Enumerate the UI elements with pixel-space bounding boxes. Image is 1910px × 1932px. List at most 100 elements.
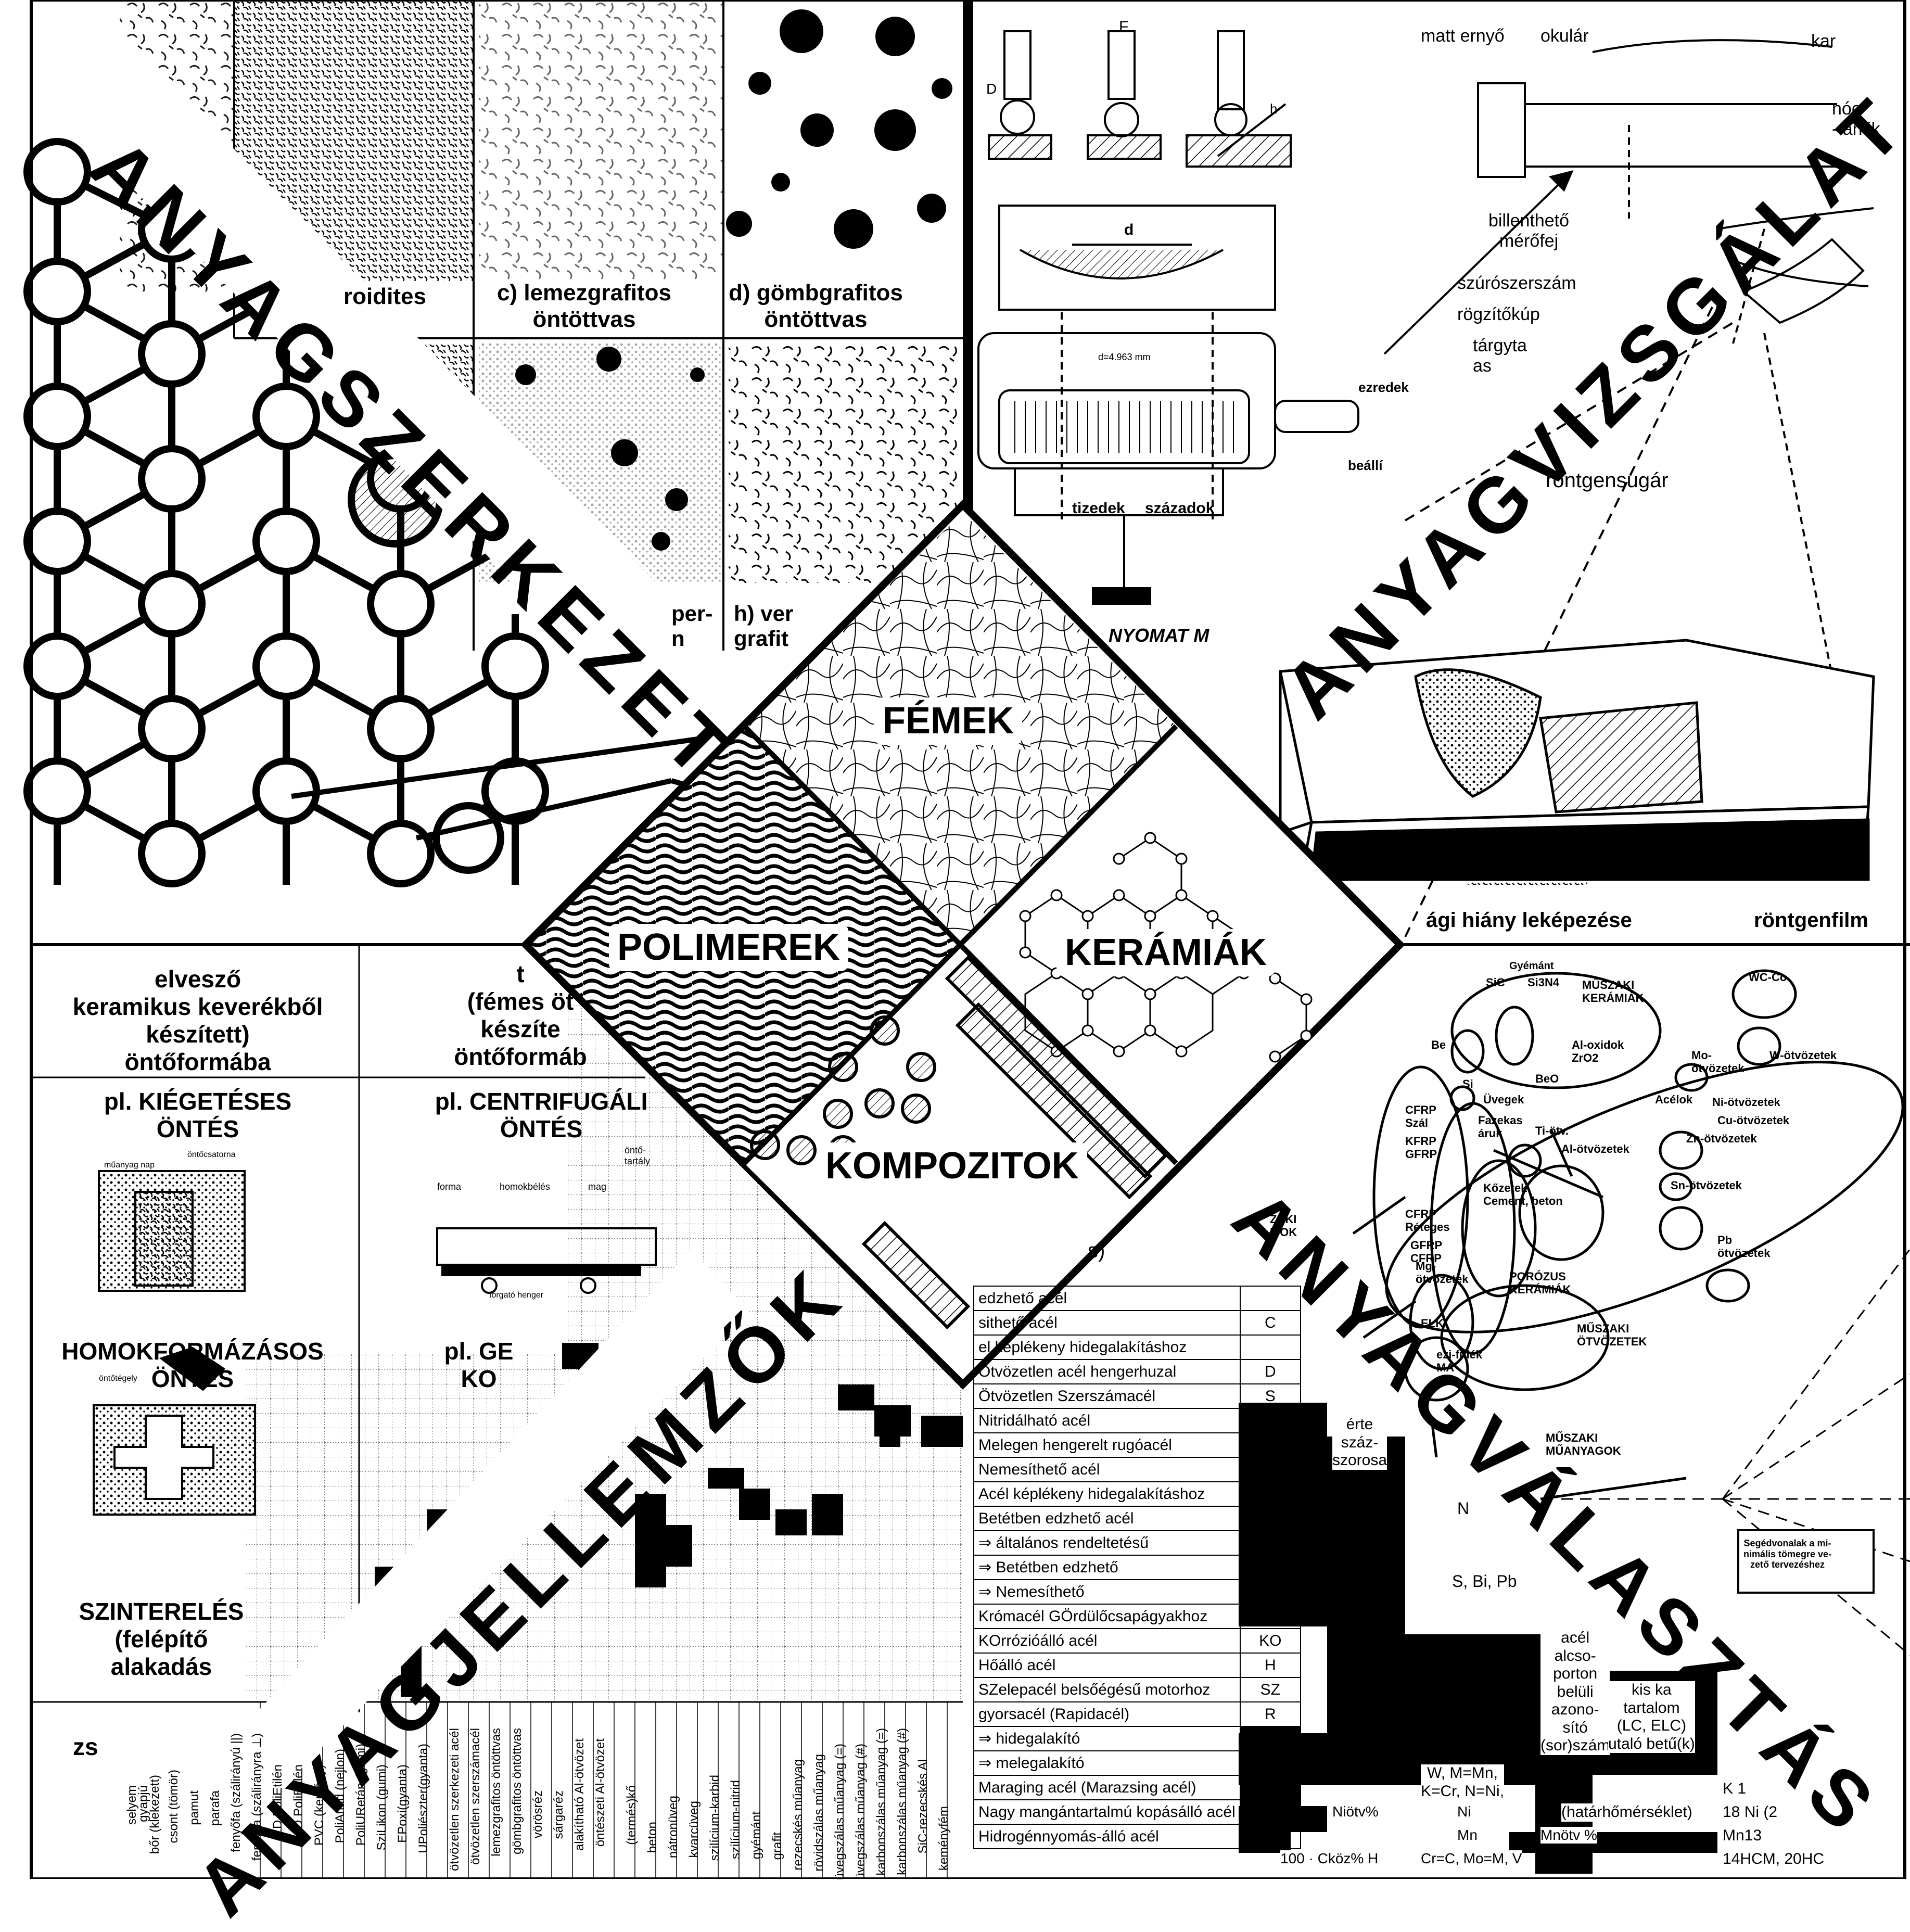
material-col: pamut [187,1790,201,1825]
microscope-screen: matt ernyő [1421,26,1505,46]
material-col: SziLikon (gumi) [375,1764,389,1851]
hardness-scale: d=4.963 mm [1098,352,1151,362]
steel-times-value: érte száz- szorosa [1332,1416,1387,1470]
table-row: ⇒ hidegalakító [973,1726,1302,1751]
hardness-thousandths: ezredek [1358,379,1409,395]
caption-lamellar-graphite: c) lemezgrafitos öntöttvas [497,280,671,332]
steel-name: ⇒ általános rendeltetésű [973,1530,1241,1556]
hardness-hundredths: századok [1145,500,1215,517]
steel-name: Acél képlékeny hidegalakításhoz [973,1481,1241,1507]
steel-name: sithető acél [973,1310,1241,1336]
map-label: Ti-ötv. [1535,1124,1569,1137]
table-row: edzhető acél [973,1286,1302,1311]
material-col: lemezgrafitos öntöttvas [489,1728,503,1857]
steel-crmo: Cr=C, Mo=M, V [1421,1850,1522,1867]
map-label: Al-oxidok ZrO2 [1572,1038,1624,1065]
steel-code [1239,1408,1302,1433]
table-row: el képlékeny hidegalakításhoz [973,1334,1302,1360]
material-col: bőr (klekezett) [148,1775,162,1854]
steel-code [1239,1799,1302,1825]
map-label: Cu-ötvözetek [1717,1114,1790,1127]
microscope-indenter: szúrószerszám [1457,273,1576,293]
sketch-forma: forma [437,1181,462,1192]
casting-lost-ceramic: elvesző keramikus keverékből készített) … [72,965,323,1075]
steel-name: el képlékeny hidegalakításhoz [973,1334,1241,1360]
label-composites: KOMPOZITOK [817,1142,1087,1190]
material-col: üvegszálas műanyag (#) [854,1744,868,1880]
map-label: CFRP Réteges [1405,1208,1450,1234]
microscope-head: billenthető mérőfej [1488,211,1570,251]
steel-name: Krómacél GÖrdülőcsapágyakhoz [973,1604,1241,1629]
material-col: ötvözetlen szerkezeti acél [448,1728,462,1871]
map-label: KFRP GFRP [1405,1135,1437,1161]
material-col: üvegszálas műanyag (=) [833,1744,847,1880]
material-col: karbonszálas műanyag (=) [874,1728,888,1876]
steel-code [1239,1824,1302,1849]
steel-name: Ötvözetlen Szerszámacél [973,1383,1241,1409]
caption-spheroidal: roidites [343,284,426,309]
material-col: UPoliészter(gyanta) [416,1744,430,1853]
steel-name: ⇒ Nemesíthető [973,1579,1241,1605]
material-col: fenyőfa (szálirányú ||) [229,1733,243,1852]
map-label: Mg- ötvözetek [1416,1260,1469,1286]
steel-code: C [1239,1310,1302,1336]
table-row: ⇒ melegalakító [973,1750,1302,1776]
material-col: fenyőfa (szálirányra ⊥) [250,1733,264,1861]
map-label: Mo- ötvözetek [1691,1049,1745,1075]
material-col: grafit [770,1832,784,1860]
steel-name: Melegen hengerelt rugóacél [973,1432,1241,1458]
steel-h-formula: 100 · Cköz% H [1280,1850,1379,1867]
microscope-anti: nóc - antik [1832,99,1880,139]
steel-name: Nagy mangántartalmú kopásálló acél [973,1799,1241,1825]
hardness-F: F [1119,18,1129,35]
material-col: LD PoliEtilén [271,1764,285,1836]
steel-limit-temp: (határhőmérséklet) [1561,1803,1692,1822]
sketch-mintanap: műanyag nap [104,1161,155,1170]
material-col: nátronüveg [666,1796,680,1859]
steel-code: D [1239,1359,1302,1384]
material-col: szilícium-nitrid [729,1780,743,1860]
steel-name: ⇒ Betétben edzhető [973,1555,1241,1580]
map-label: WC-Co [1749,971,1787,984]
material-col: alakítható Al-ötvözet [572,1738,587,1851]
map-label: Zn-ötvözetek [1686,1132,1757,1145]
map-label: Kőzetek Cement, beton [1483,1181,1563,1208]
map-label: MŰSZAKI MŰANYAGOK [1546,1431,1621,1458]
material-col: PVC (kemény) [312,1764,326,1846]
steel-alloy-letters: W, M=Mn, K=Cr, N=Ni, [1421,1764,1505,1800]
caption-spheroidal-graphite: d) gömbgrafitos öntöttvas [729,280,903,332]
material-col: öntészeti Al-ötvözet [593,1738,607,1847]
material-col: PoliAmid (nejlon) [333,1749,347,1844]
map-label: CFRP Szál [1405,1103,1436,1130]
map-label: PORÓZUS KERÁMIÁK [1509,1270,1571,1297]
material-col: gömbgrafitos öntöttvas [510,1728,524,1854]
steel-code: GO [1239,1604,1302,1629]
material-col: HD PoliEtilén [291,1764,305,1838]
map-label: SiC [1486,976,1505,989]
caption-g: per- n [671,601,713,651]
casting-burnout: pl. KIÉGETÉSES ÖNTÉS [104,1088,292,1142]
map-label: Pb ötvözetek [1717,1234,1771,1260]
table-row: Maraging acél (Marazsing acél) [973,1775,1302,1800]
material-col: keményfém [937,1806,951,1871]
steel-name: Nitridálható acél [973,1408,1241,1433]
material-col: sárgaréz [552,1790,566,1839]
sketch-homokbeles: homokbélés [500,1181,551,1192]
material-col: rövidszálas műanyag [812,1754,826,1872]
sketch-ontocsatorna: öntőcsatorna [187,1150,236,1159]
steel-code: R [1239,1701,1302,1727]
microscope-table: tárgyta as [1473,336,1527,376]
sketch-ontotartaly: öntő- tartály [625,1145,651,1166]
steel-mn: Mn [1457,1827,1478,1844]
steel-code: KO [1239,1628,1302,1654]
material-col: csont (tömör) [167,1770,181,1844]
microscope-ocular: okulár [1540,26,1589,46]
map-label: Be [1431,1038,1446,1051]
steel-name: gyorsacél (Rapidacél) [973,1701,1241,1727]
